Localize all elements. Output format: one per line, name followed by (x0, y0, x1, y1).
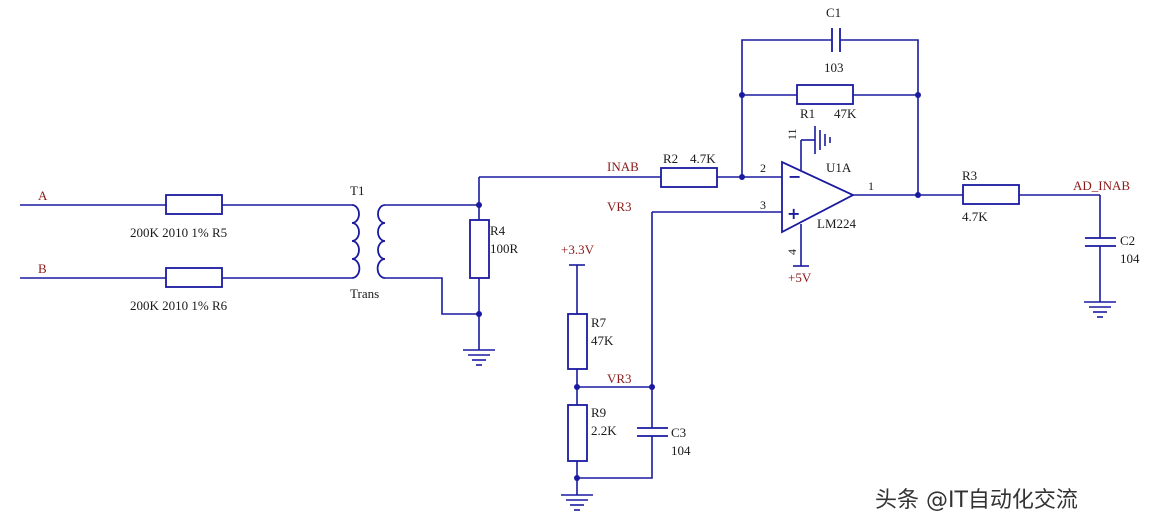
input-b-line (20, 267, 352, 288)
t1-ref: T1 (350, 183, 364, 198)
input-b-label: B (38, 261, 47, 276)
r4-value: 100R (490, 241, 519, 256)
r9-ref: R9 (591, 405, 606, 420)
r3-ref: R3 (962, 168, 977, 183)
r7-ref: R7 (591, 315, 607, 330)
opamp-inverting-sign: − (788, 167, 801, 186)
c2-ref: C2 (1120, 233, 1135, 248)
resistor-r4 (469, 219, 490, 279)
net-label-ad-inab: AD_INAB (1073, 178, 1130, 193)
pin-2-label: 2 (760, 161, 766, 175)
r1-value: 47K (834, 106, 857, 121)
feedback-network (739, 28, 921, 195)
opamp-u1a (781, 126, 921, 267)
r5-label: 200K 2010 1% R5 (130, 225, 227, 240)
pin-11-label: 11 (785, 128, 799, 140)
resistor-r9 (567, 404, 588, 462)
c1-value: 103 (824, 60, 844, 75)
resistor-r2 (660, 167, 718, 188)
r7-value: 47K (591, 333, 614, 348)
net-label-inab: INAB (607, 159, 639, 174)
vr3-divider (567, 211, 782, 495)
c2-value: 104 (1120, 251, 1140, 266)
c3-value: 104 (671, 443, 691, 458)
t1-type: Trans (350, 286, 379, 301)
resistor-r1 (796, 84, 854, 105)
resistor-r3 (962, 184, 1020, 205)
transformer-t1 (351, 204, 386, 279)
r6-label: 200K 2010 1% R6 (130, 298, 228, 313)
pin-1-label: 1 (868, 179, 874, 193)
c1-ref: C1 (826, 5, 841, 20)
r3-value: 4.7K (962, 209, 988, 224)
r2-value: 4.7K (690, 151, 716, 166)
r4-ref: R4 (490, 223, 506, 238)
resistor-r6 (165, 267, 223, 288)
ground-icon (561, 494, 593, 511)
supply-5v-label: +5V (788, 270, 812, 285)
r2-ref: R2 (663, 151, 678, 166)
u1a-ref: U1A (826, 160, 852, 175)
pin-3-label: 3 (760, 198, 766, 212)
secondary-wiring (385, 177, 490, 350)
pin-4-label: 4 (785, 249, 799, 255)
c3-ref: C3 (671, 425, 686, 440)
net-label-vr3-top: VR3 (607, 199, 632, 214)
ground-icon (1084, 301, 1116, 318)
u1a-part: LM224 (817, 216, 857, 231)
output-filter (918, 184, 1116, 302)
resistor-r5 (165, 194, 223, 215)
input-a-label: A (38, 188, 48, 203)
r9-value: 2.2K (591, 423, 617, 438)
supply-3v3-label: +3.3V (561, 242, 595, 257)
watermark-text: 头条 @IT自动化交流 (875, 488, 1078, 513)
opamp-noninverting-sign: + (787, 204, 800, 223)
input-a-line (20, 194, 352, 215)
net-label-vr3-mid: VR3 (607, 371, 632, 386)
resistor-r7 (567, 313, 588, 370)
ground-icon (463, 349, 495, 366)
r1-ref: R1 (800, 106, 815, 121)
